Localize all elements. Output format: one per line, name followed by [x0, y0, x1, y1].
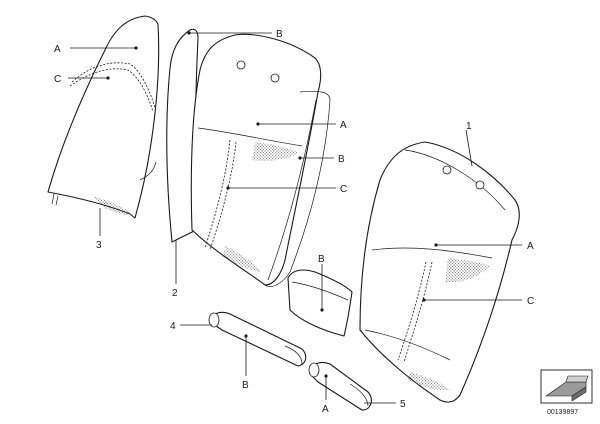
label-part-1: 1 — [466, 121, 472, 132]
label-part-3: 3 — [96, 240, 102, 251]
side-panel-part-3 — [47, 15, 160, 219]
leader-lines — [68, 31, 522, 404]
pad-part-e — [287, 269, 353, 337]
label-part-2: 2 — [172, 288, 178, 299]
backrest-cover-part-2 — [166, 28, 331, 287]
label-b-pad: B — [318, 254, 325, 265]
roll-part-4 — [208, 311, 307, 367]
label-c-part-1: C — [527, 296, 534, 307]
label-b-part-4: B — [242, 380, 249, 391]
label-a-part-2: A — [340, 120, 347, 131]
roll-part-5 — [308, 361, 372, 411]
catalog-number: 00139897 — [547, 409, 578, 416]
label-b-part-2-top: B — [276, 29, 283, 40]
label-a-part-3: A — [54, 44, 61, 55]
backrest-cover-part-1 — [359, 141, 520, 403]
label-a-part-5: A — [322, 404, 329, 415]
label-b-part-2: B — [338, 154, 345, 165]
label-a-part-1: A — [527, 241, 534, 252]
label-part-5: 5 — [400, 399, 406, 410]
label-c-part-2: C — [340, 184, 347, 195]
label-part-4: 4 — [170, 321, 176, 332]
seat-cushion-icon — [540, 369, 593, 404]
label-c-part-3: C — [54, 74, 61, 85]
